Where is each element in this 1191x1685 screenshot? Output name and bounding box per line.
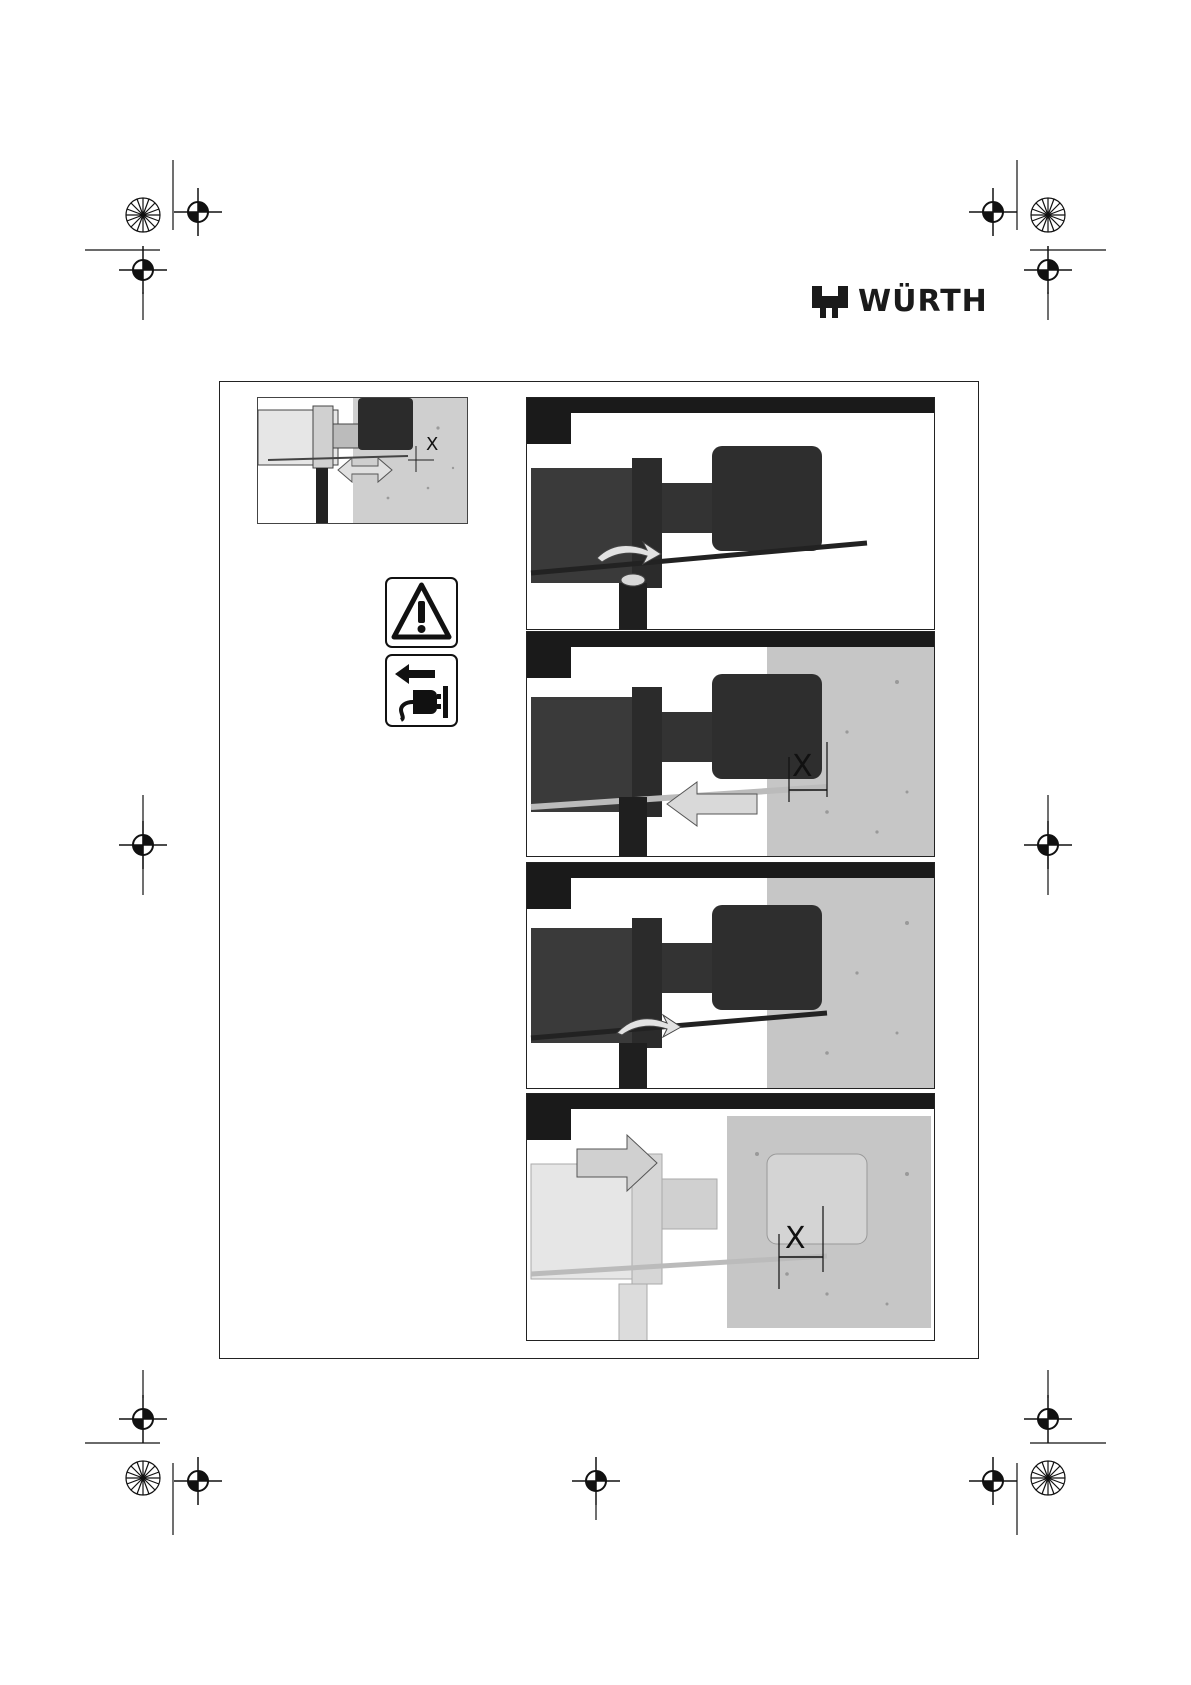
brand-logo: WÜRTH bbox=[810, 282, 980, 322]
step-2-dimension-label: X bbox=[792, 752, 813, 782]
brand-name: WÜRTH bbox=[858, 284, 988, 320]
step-panel-3 bbox=[526, 862, 935, 1089]
overview-dimension-label: X bbox=[426, 430, 438, 460]
step-panel-4: X bbox=[526, 1093, 935, 1341]
step-panel-1 bbox=[526, 397, 935, 630]
step-4-dimension-label: X bbox=[785, 1224, 806, 1254]
step-panel-2: X bbox=[526, 631, 935, 857]
overview-illustration: X bbox=[257, 397, 468, 524]
warning-triangle-icon bbox=[385, 577, 458, 648]
brand-mark-icon bbox=[810, 282, 850, 322]
unplug-power-icon bbox=[385, 654, 458, 727]
